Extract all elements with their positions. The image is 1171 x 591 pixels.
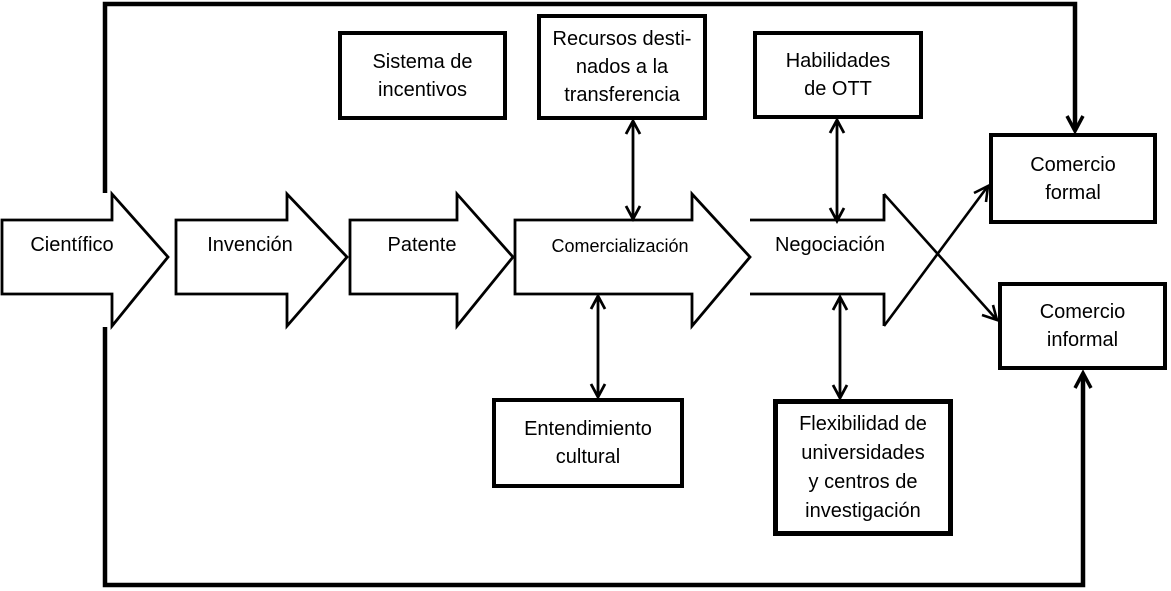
arrowhead-down-icon [831,384,849,401]
cross-arrow-to-formal [882,185,990,327]
negociacion-block-arrow-bottom [750,292,886,326]
arrowhead-up-informal-icon [1073,369,1093,389]
cross-arrow-to-informal [883,193,998,321]
arrowhead-up-icon [589,293,607,310]
comercializacion-block-arrow [513,190,752,330]
box-comercio-formal-label: Comercio formal [1030,153,1116,204]
flow-step-patente-label: Patente [387,233,457,256]
arrowhead-up-icon [624,118,642,135]
negociacion-block-arrow-top [750,194,886,222]
box-comercio-formal: Comercio formal [989,133,1157,224]
box-flexibilidad-label: Flexibilidad de universidades y centros … [799,412,927,522]
box-sistema-incentivos-label: Sistema de incentivos [372,50,473,101]
box-entendimiento-cultural-label: Entendimiento cultural [524,418,652,468]
arrowhead-informal-icon [981,304,999,322]
arrowhead-up-icon [831,294,849,311]
arrowhead-formal-icon [973,183,990,203]
box-comercio-informal-label: Comercio informal [1039,301,1126,351]
flow-step-cientifico-label: Científico [30,233,114,256]
arrowhead-down-formal-icon [1065,115,1085,135]
flow-step-invencion-label: Invención [207,233,293,256]
arrowhead-up-icon [828,117,846,134]
box-recursos-transferencia-label: Recursos desti- nados a la transferencia [552,28,692,106]
box-entendimiento-cultural: Entendimiento cultural [492,398,684,488]
flow-step-comercializacion-label: Comercialización [551,235,689,256]
box-habilidades-ott: Habilidades de OTT [753,31,923,119]
arrowhead-down-icon [828,207,846,224]
box-comercio-informal: Comercio informal [998,282,1167,370]
feedback-line-bottom [102,327,1086,588]
box-recursos-transferencia: Recursos desti- nados a la transferencia [537,14,707,120]
flow-step-negociacion-label: Negociación [774,233,886,256]
patente-block-arrow [348,190,515,330]
box-flexibilidad: Flexibilidad de universidades y centros … [773,399,953,536]
invencion-block-arrow [174,190,349,330]
arrowhead-down-icon [624,205,642,222]
box-habilidades-ott-label: Habilidades de OTT [785,50,891,100]
arrowhead-down-icon [589,383,607,400]
cientifico-block-arrow [0,190,170,330]
feedback-line-top [102,1,1078,193]
box-sistema-incentivos: Sistema de incentivos [338,31,507,120]
